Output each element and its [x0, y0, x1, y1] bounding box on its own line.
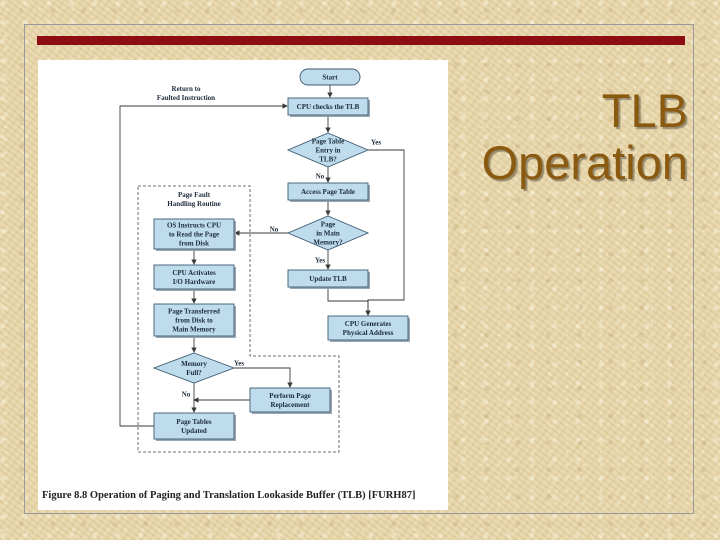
label-tlb-no: No: [316, 173, 325, 181]
slide-title: TLB Operation: [481, 84, 688, 189]
node-update-tlb: Update TLB: [287, 269, 370, 289]
node-cpu-checks-tlb: CPU checks the TLB: [287, 97, 370, 117]
edge-return-to-fault: [119, 103, 288, 427]
label-memory-yes: Yes: [315, 257, 325, 265]
label-full-yes: Yes: [234, 360, 244, 368]
fault-routine-region: [137, 185, 340, 453]
slide-frame: [24, 24, 694, 514]
figure-caption: Figure 8.8 Operation of Paging and Trans…: [42, 490, 416, 501]
label-tlb-yes: Yes: [371, 139, 381, 147]
node-start-label: Start: [322, 74, 338, 82]
node-access-page-table: Access Page Table: [287, 182, 370, 202]
edge-tlb-yes: [365, 149, 405, 316]
node-access-page-table-label: Access Page Table: [301, 188, 355, 196]
edge-update-to-generate: [327, 287, 371, 316]
label-memory-no: No: [270, 226, 279, 234]
title-rule: [37, 36, 685, 45]
node-cpu-checks-tlb-label: CPU checks the TLB: [297, 103, 360, 111]
label-full-no: No: [182, 391, 191, 399]
node-update-tlb-label: Update TLB: [309, 275, 347, 283]
edge-full-yes: [234, 367, 293, 388]
node-start: Start: [299, 68, 361, 86]
